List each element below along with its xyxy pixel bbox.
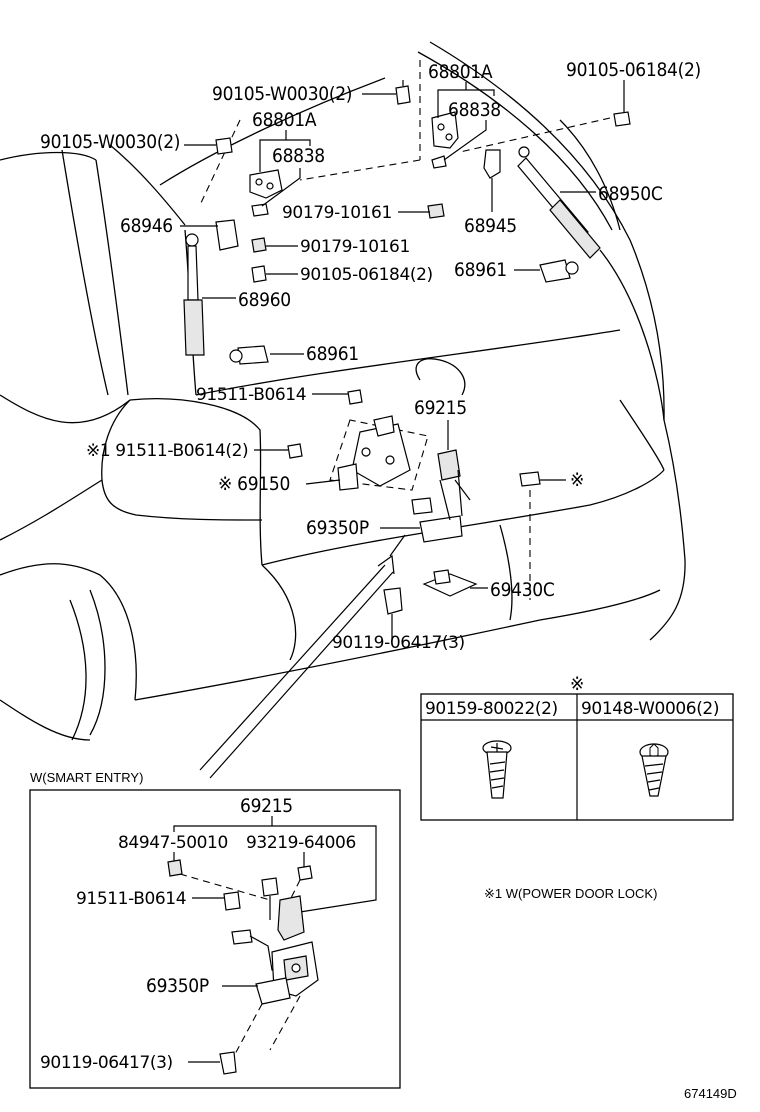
callout-ball-68961-right: 68961	[454, 259, 507, 281]
callout-stay-68950c: 68950C	[598, 183, 663, 205]
callout-hinge-68801a-left: 68801A	[252, 109, 317, 131]
stay-68960-icon	[183, 219, 269, 365]
screw-table-marker: ※	[570, 673, 584, 695]
switch-69215-icon	[437, 430, 461, 481]
hinge-assembly-right	[427, 111, 459, 219]
striker-69430c-icon	[422, 569, 478, 597]
callout-screw-b0614: 91511-B0614	[196, 385, 306, 405]
hinge-assembly-left	[249, 169, 283, 253]
smart-entry-lock-label: 69350P	[146, 975, 209, 997]
callout-hinge-68801a-right: 68801A	[428, 61, 493, 83]
screw-table: ※ 90159-80022(2) 90148-W0006(2)	[420, 673, 734, 821]
smart-entry-84947-label: 84947-50010	[118, 833, 228, 853]
screw-table-col-2: 90148-W0006(2)	[581, 699, 719, 719]
screw-torx-icon	[639, 743, 669, 797]
smart-entry-93219-label: 93219-64006	[246, 833, 356, 853]
smart-entry-screw-label: 91511-B0614	[76, 889, 186, 909]
callout-switch-69215: 69215	[414, 397, 467, 419]
lock-assembly-69150-icon	[329, 415, 429, 491]
smart-entry-bolt-label: 90119-06417(3)	[40, 1053, 173, 1073]
smart-entry-parts-icon	[167, 859, 319, 1075]
vehicle-body-outline	[0, 41, 686, 741]
note-power-door-lock: ※1 W(POWER DOOR LOCK)	[484, 886, 657, 901]
callout-bolt-06417: 90119-06417(3)	[332, 633, 465, 653]
screws-lower-icon	[287, 389, 541, 615]
callout-ball-68961-left: 68961	[306, 343, 359, 365]
callout-bolt-w0030-b: 90105-W0030(2)	[40, 131, 180, 153]
callout-hinge-68838-left: 68838	[272, 145, 325, 167]
screw-phillips-icon	[482, 740, 512, 799]
callout-nut-10161-left: 90179-10161	[300, 237, 410, 257]
callout-stay-68960: 68960	[238, 289, 291, 311]
callout-hinge-68838-right: 68838	[448, 99, 501, 121]
smart-entry-detail: W(SMART ENTRY) 69215 84947-50010 93219-6…	[29, 770, 401, 1089]
stay-68950c-icon	[483, 111, 631, 283]
callout-screw-b0614-x: ※1 91511-B0614(2)	[86, 441, 248, 461]
callout-bolt-06184-right: 90105-06184(2)	[566, 59, 701, 81]
smart-entry-switch-label: 69215	[240, 795, 293, 817]
callout-bracket-68945: 68945	[464, 215, 517, 237]
lock-69350p-icon	[411, 469, 471, 543]
callout-lock-69150: ※ 69150	[218, 473, 290, 495]
bolt-w0030-right-icon	[395, 80, 411, 105]
callout-bracket-68946: 68946	[120, 215, 173, 237]
screw-table-col-1: 90159-80022(2)	[425, 699, 558, 719]
callout-lock-69350p: 69350P	[306, 517, 369, 539]
bolt-w0030-left-icon	[215, 137, 233, 155]
detail-pointer-arrow	[199, 554, 395, 779]
callout-bolt-w0030-a: 90105-W0030(2)	[212, 83, 352, 105]
screw-marker-symbol: ※	[570, 469, 584, 491]
smart-entry-title: W(SMART ENTRY)	[30, 770, 143, 785]
diagram-id: 674149D	[684, 1086, 737, 1101]
callout-striker-69430c: 69430C	[490, 579, 555, 601]
callout-bolt-06184-left: 90105-06184(2)	[300, 265, 433, 285]
callout-nut-10161-right: 90179-10161	[282, 203, 392, 223]
